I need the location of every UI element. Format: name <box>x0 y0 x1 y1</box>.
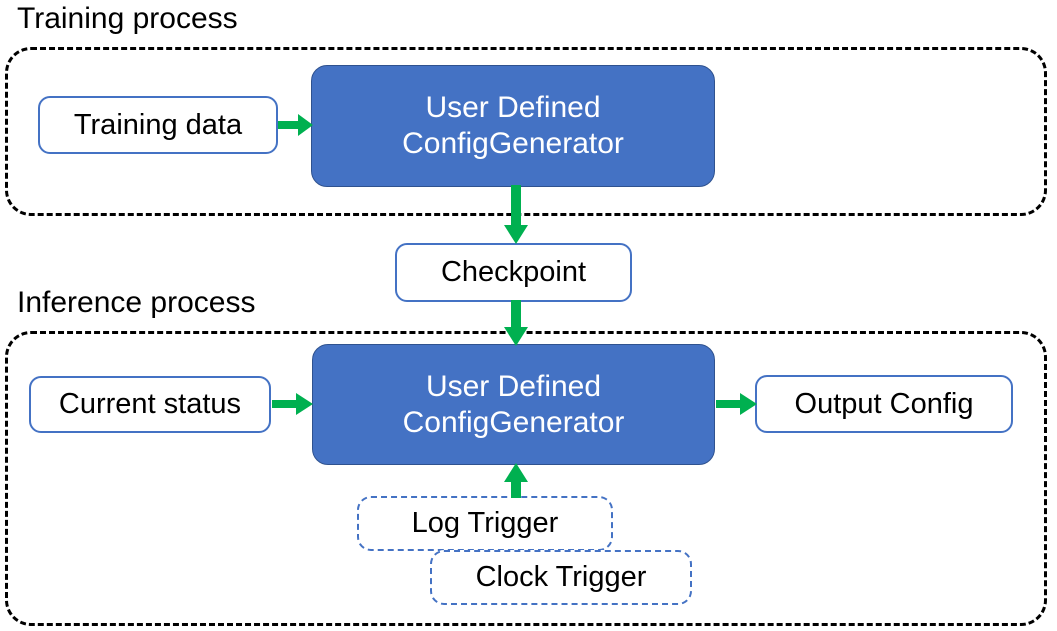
node-checkpoint-label: Checkpoint <box>440 256 587 288</box>
arrow-checkpoint-to-inference-config-generator <box>503 300 529 347</box>
config-generator-line-2: ConfigGenerator <box>402 405 625 439</box>
inference-process-title: Inference process <box>17 286 256 319</box>
config-generator-line-1: User Defined <box>425 369 602 403</box>
arrow-config-generator-to-checkpoint <box>503 185 529 245</box>
node-current-status[interactable]: Current status <box>29 376 271 433</box>
node-inference-config-generator[interactable]: User Defined ConfigGenerator <box>312 344 715 465</box>
arrow-config-generator-to-output-config <box>716 391 758 417</box>
node-inference-config-generator-label: User Defined ConfigGenerator <box>403 369 625 441</box>
arrow-training-data-to-config-generator <box>278 112 314 138</box>
training-process-title: Training process <box>17 2 238 35</box>
node-training-config-generator[interactable]: User Defined ConfigGenerator <box>311 65 715 187</box>
inference-process-container <box>5 331 1047 626</box>
node-log-trigger-label: Log Trigger <box>411 507 559 539</box>
node-clock-trigger-label: Clock Trigger <box>475 561 647 593</box>
config-generator-line-1: User Defined <box>425 91 601 124</box>
config-generator-line-2: ConfigGenerator <box>402 127 624 160</box>
node-training-config-generator-label: User Defined ConfigGenerator <box>402 90 624 162</box>
node-output-config[interactable]: Output Config <box>755 375 1013 433</box>
node-log-trigger[interactable]: Log Trigger <box>357 496 613 551</box>
node-output-config-label: Output Config <box>794 387 974 420</box>
node-training-data-label: Training data <box>73 108 243 141</box>
arrow-current-status-to-config-generator <box>272 391 314 417</box>
arrow-log-trigger-to-config-generator <box>503 463 529 499</box>
node-current-status-label: Current status <box>58 388 242 420</box>
node-training-data[interactable]: Training data <box>38 96 278 154</box>
node-checkpoint[interactable]: Checkpoint <box>395 243 632 302</box>
training-process-container <box>5 47 1047 216</box>
node-clock-trigger[interactable]: Clock Trigger <box>430 550 692 605</box>
